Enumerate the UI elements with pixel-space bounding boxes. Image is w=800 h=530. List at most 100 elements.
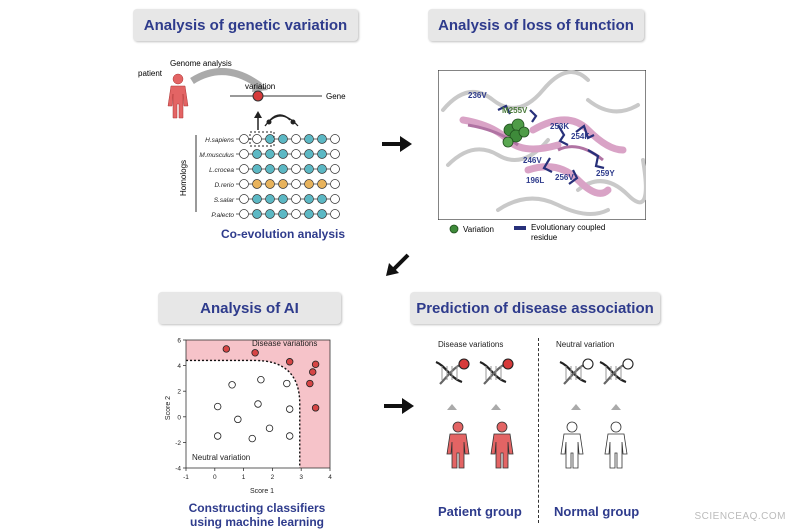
residue-circle [265,179,275,189]
plot-frame [185,339,331,469]
residue-label: 236V [468,91,487,100]
disease-region-fill [186,340,330,468]
protein-structure-image: 236V M255V 253K 254F 246V 196L 256V 259Y [438,70,646,220]
residue-circle [265,194,275,204]
up-arrow-head-icon [254,111,262,118]
x-tick-label: -1 [183,474,189,481]
species-label: P.alecto [211,212,234,219]
variation-marker [252,90,264,102]
neutral-variation-point [213,432,222,440]
disease-region [186,340,330,468]
y-tick-label: 6 [177,338,181,345]
arrow-right-top-icon [382,136,412,152]
up-triangle-icon [491,404,501,410]
residue-circle [304,149,314,159]
residue-circle [330,134,340,144]
dna-helix-icon [559,358,594,385]
prediction-figure [435,358,634,469]
disease-variations-label: Disease variations [252,339,317,348]
x-tick-label: 4 [328,474,332,481]
residue-circle [278,179,288,189]
neutral-variant-marker [622,358,634,370]
genome-analysis-arrowhead [252,78,268,92]
neutral-variation-point [254,400,262,408]
title-genetic-variation-text: Analysis of genetic variation [143,16,348,34]
residue-label-variant: M255V [502,106,528,115]
residue-circle [317,209,327,219]
residue-circle [317,149,327,159]
neutral-variation-point [285,432,294,440]
neutral-variation-point [234,415,242,424]
residue-label: 256V [555,173,574,182]
disease-variation-point [306,379,314,388]
neutral-variation-point [248,434,256,443]
dna-helix-icon [435,358,470,385]
residue-circle [252,134,262,144]
dna-helix-icon [479,358,514,385]
residue-circle [265,134,275,144]
up-triangle-icon [571,404,581,410]
patient-group-label: Patient group [438,504,522,519]
disease-variation-point [222,345,231,353]
y-tick-label: 0 [177,414,181,421]
residue-circle [252,209,262,219]
variation-label: variation [245,82,275,91]
residue-circle [291,209,301,219]
arrow-right-bottom-icon [384,398,414,414]
disease-variation-point [311,360,320,369]
residue-circle [252,179,262,189]
disease-variant-marker [458,358,470,370]
residue-circle [278,164,288,174]
residue-label: 253K [550,122,569,131]
neutral-variation-point [285,405,294,413]
residue-circle [278,149,288,159]
up-triangle-icon [611,404,621,410]
residue-circle [239,179,249,189]
up-triangle-icon [447,404,457,410]
residue-circle [278,209,288,219]
y-tick-label: -2 [175,440,181,447]
neutral-variation-point [228,381,236,389]
species-label: M.musculus [199,152,234,159]
legend-coupled-label-line2: residue [531,233,558,242]
gene-label: Gene [326,92,346,101]
neutral-variation-point [257,375,265,384]
neutral-variant-marker [582,358,594,370]
residue-circle [304,134,314,144]
residue-circle [278,134,288,144]
residue-circle [330,194,340,204]
residue-circle [317,134,327,144]
residue-circle [239,164,249,174]
residue-label: 254F [571,132,589,141]
title-prediction: Prediction of disease association [410,292,660,324]
co-evolution-caption: Co-evolution analysis [221,227,346,241]
coupling-dot [266,119,272,125]
residue-label: 246V [523,156,542,165]
ai-caption-line1: Constructing classifiers [188,501,326,515]
normal-group-label: Normal group [554,504,640,519]
neutral-variation-label: Neutral variation [192,453,250,462]
residue-circle [239,209,249,219]
residue-circle [291,149,301,159]
residue-circle [265,209,275,219]
title-loss-of-function-text: Analysis of loss of function [438,16,634,34]
residue-circle [330,164,340,174]
residue-circle [265,149,275,159]
residue-circle [291,179,301,189]
normal-person-icon [604,421,628,469]
patient-person-icon [446,421,470,469]
x-tick-label: 3 [299,474,303,481]
patient-person-icon [490,421,514,469]
variation-spheres [502,118,530,148]
residue-circle [317,179,327,189]
neutral-variation-heading: Neutral variation [556,340,615,349]
residue-circle [265,164,275,174]
coupled-residue-legend-icon [514,226,526,230]
disease-variation-point [285,358,294,366]
neutral-variation-point [213,402,222,411]
residue-circle [330,179,340,189]
species-label: L.crocea [209,167,234,174]
species-label: D.rerio [214,182,234,189]
patient-label: patient [138,69,163,78]
